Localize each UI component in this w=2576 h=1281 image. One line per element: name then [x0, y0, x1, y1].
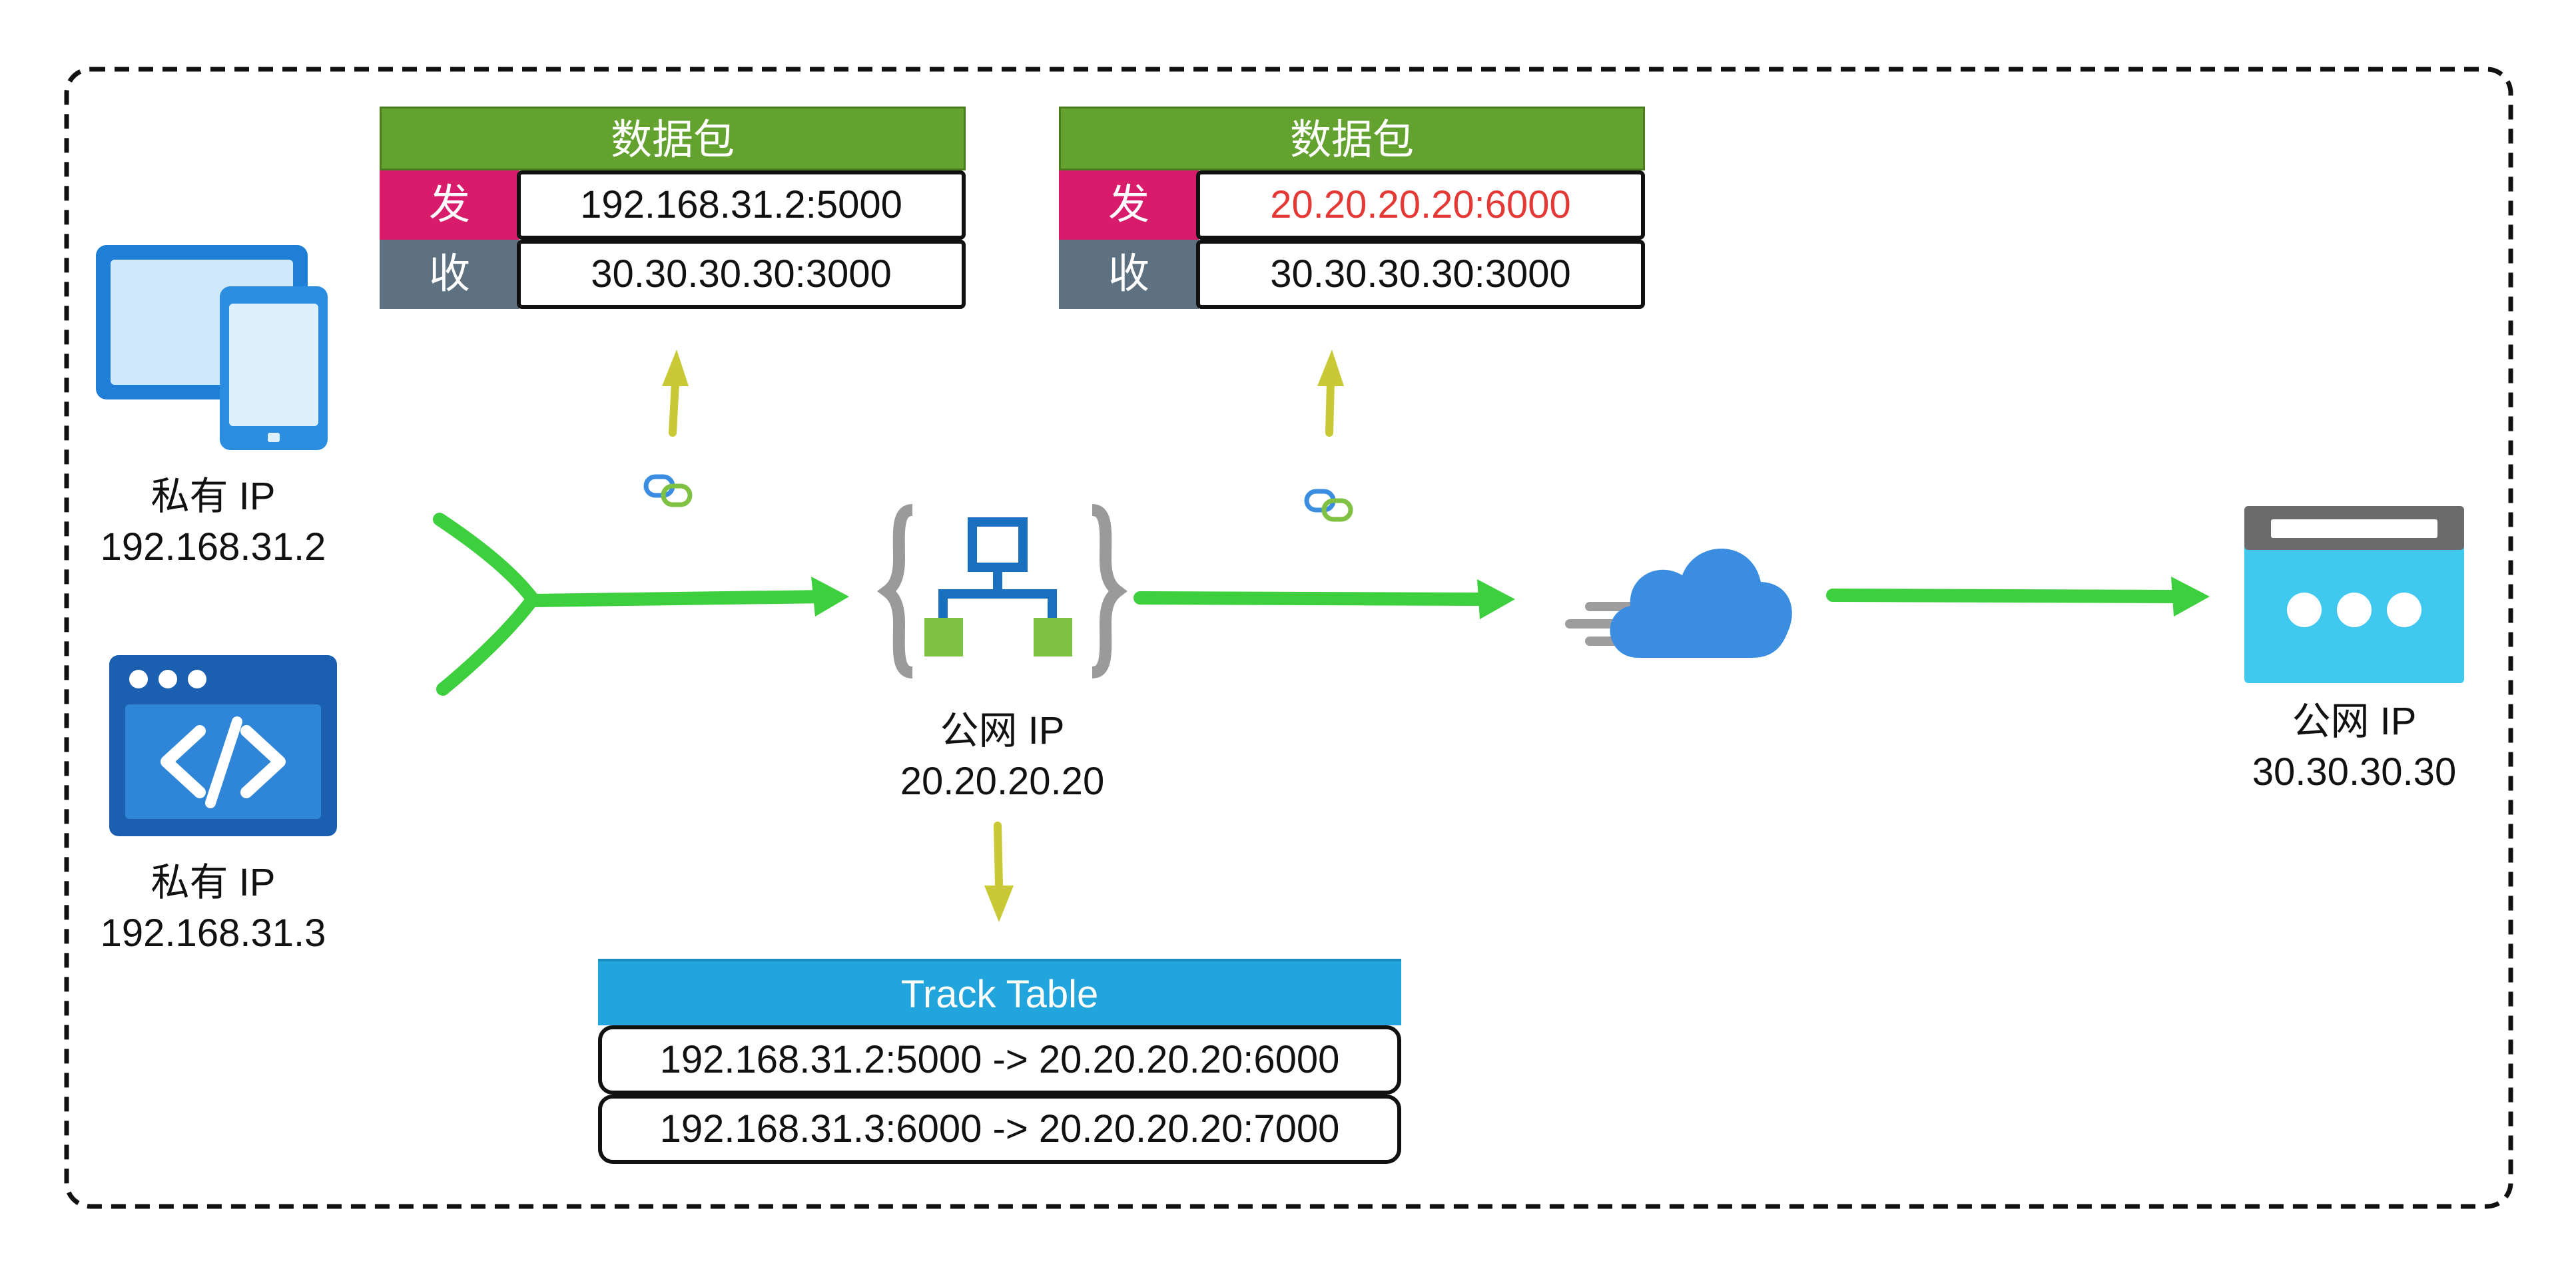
send-tag: 发	[1059, 170, 1199, 240]
packet-before: 数据包 发 192.168.31.2:5000 收 30.30.30.30:30…	[380, 107, 966, 309]
up-arrow-before	[662, 350, 689, 437]
code-window-icon	[109, 655, 337, 836]
recv-address: 30.30.30.30:3000	[1196, 240, 1645, 309]
device1-type: 私有 IP	[151, 475, 276, 518]
device2-label: 私有 IP 192.168.31.3	[73, 858, 353, 959]
device1-ip: 192.168.31.2	[100, 525, 326, 569]
track-table-row: 192.168.31.3:6000 -> 20.20.20.20:7000	[598, 1095, 1401, 1164]
recv-tag: 收	[1059, 240, 1199, 309]
packet-after: 数据包 发 20.20.20.20:6000 收 30.30.30.30:300…	[1059, 107, 1645, 309]
tablet-phone-icon	[96, 245, 328, 450]
down-arrow-track	[984, 822, 1014, 922]
packet-before-send-row: 发 192.168.31.2:5000	[380, 170, 966, 240]
nat-label: 公网 IP 20.20.20.20	[859, 706, 1145, 807]
server-label: 公网 IP 30.30.30.30	[2211, 696, 2497, 798]
network-topology-icon	[877, 504, 1127, 678]
track-table-title: Track Table	[598, 959, 1401, 1025]
server-type: 公网 IP	[2292, 700, 2417, 743]
send-address-translated: 20.20.20.20:6000	[1196, 170, 1645, 240]
link-icon	[1304, 489, 1353, 522]
recv-tag: 收	[380, 240, 519, 309]
device2-type: 私有 IP	[151, 861, 276, 904]
packet-after-recv-row: 收 30.30.30.30:3000	[1059, 240, 1645, 309]
device1-label: 私有 IP 192.168.31.2	[73, 471, 353, 573]
nat-type: 公网 IP	[940, 709, 1065, 752]
up-arrow-after	[1317, 350, 1344, 437]
device2-ip: 192.168.31.3	[100, 911, 326, 955]
web-app-icon	[2244, 506, 2464, 683]
packet-after-send-row: 发 20.20.20.20:6000	[1059, 170, 1645, 240]
send-address: 192.168.31.2:5000	[517, 170, 966, 240]
link-icon	[643, 474, 693, 507]
nat-ip: 20.20.20.20	[900, 760, 1105, 803]
track-table-row: 192.168.31.2:5000 -> 20.20.20.20:6000	[598, 1025, 1401, 1095]
send-tag: 发	[380, 170, 519, 240]
packet-after-title: 数据包	[1059, 107, 1645, 170]
packet-before-recv-row: 收 30.30.30.30:3000	[380, 240, 966, 309]
track-table: Track Table 192.168.31.2:5000 -> 20.20.2…	[598, 959, 1401, 1164]
packet-before-title: 数据包	[380, 107, 966, 170]
cloud-icon	[1565, 548, 1792, 658]
recv-address: 30.30.30.30:3000	[517, 240, 966, 309]
server-ip: 30.30.30.30	[2252, 750, 2457, 794]
